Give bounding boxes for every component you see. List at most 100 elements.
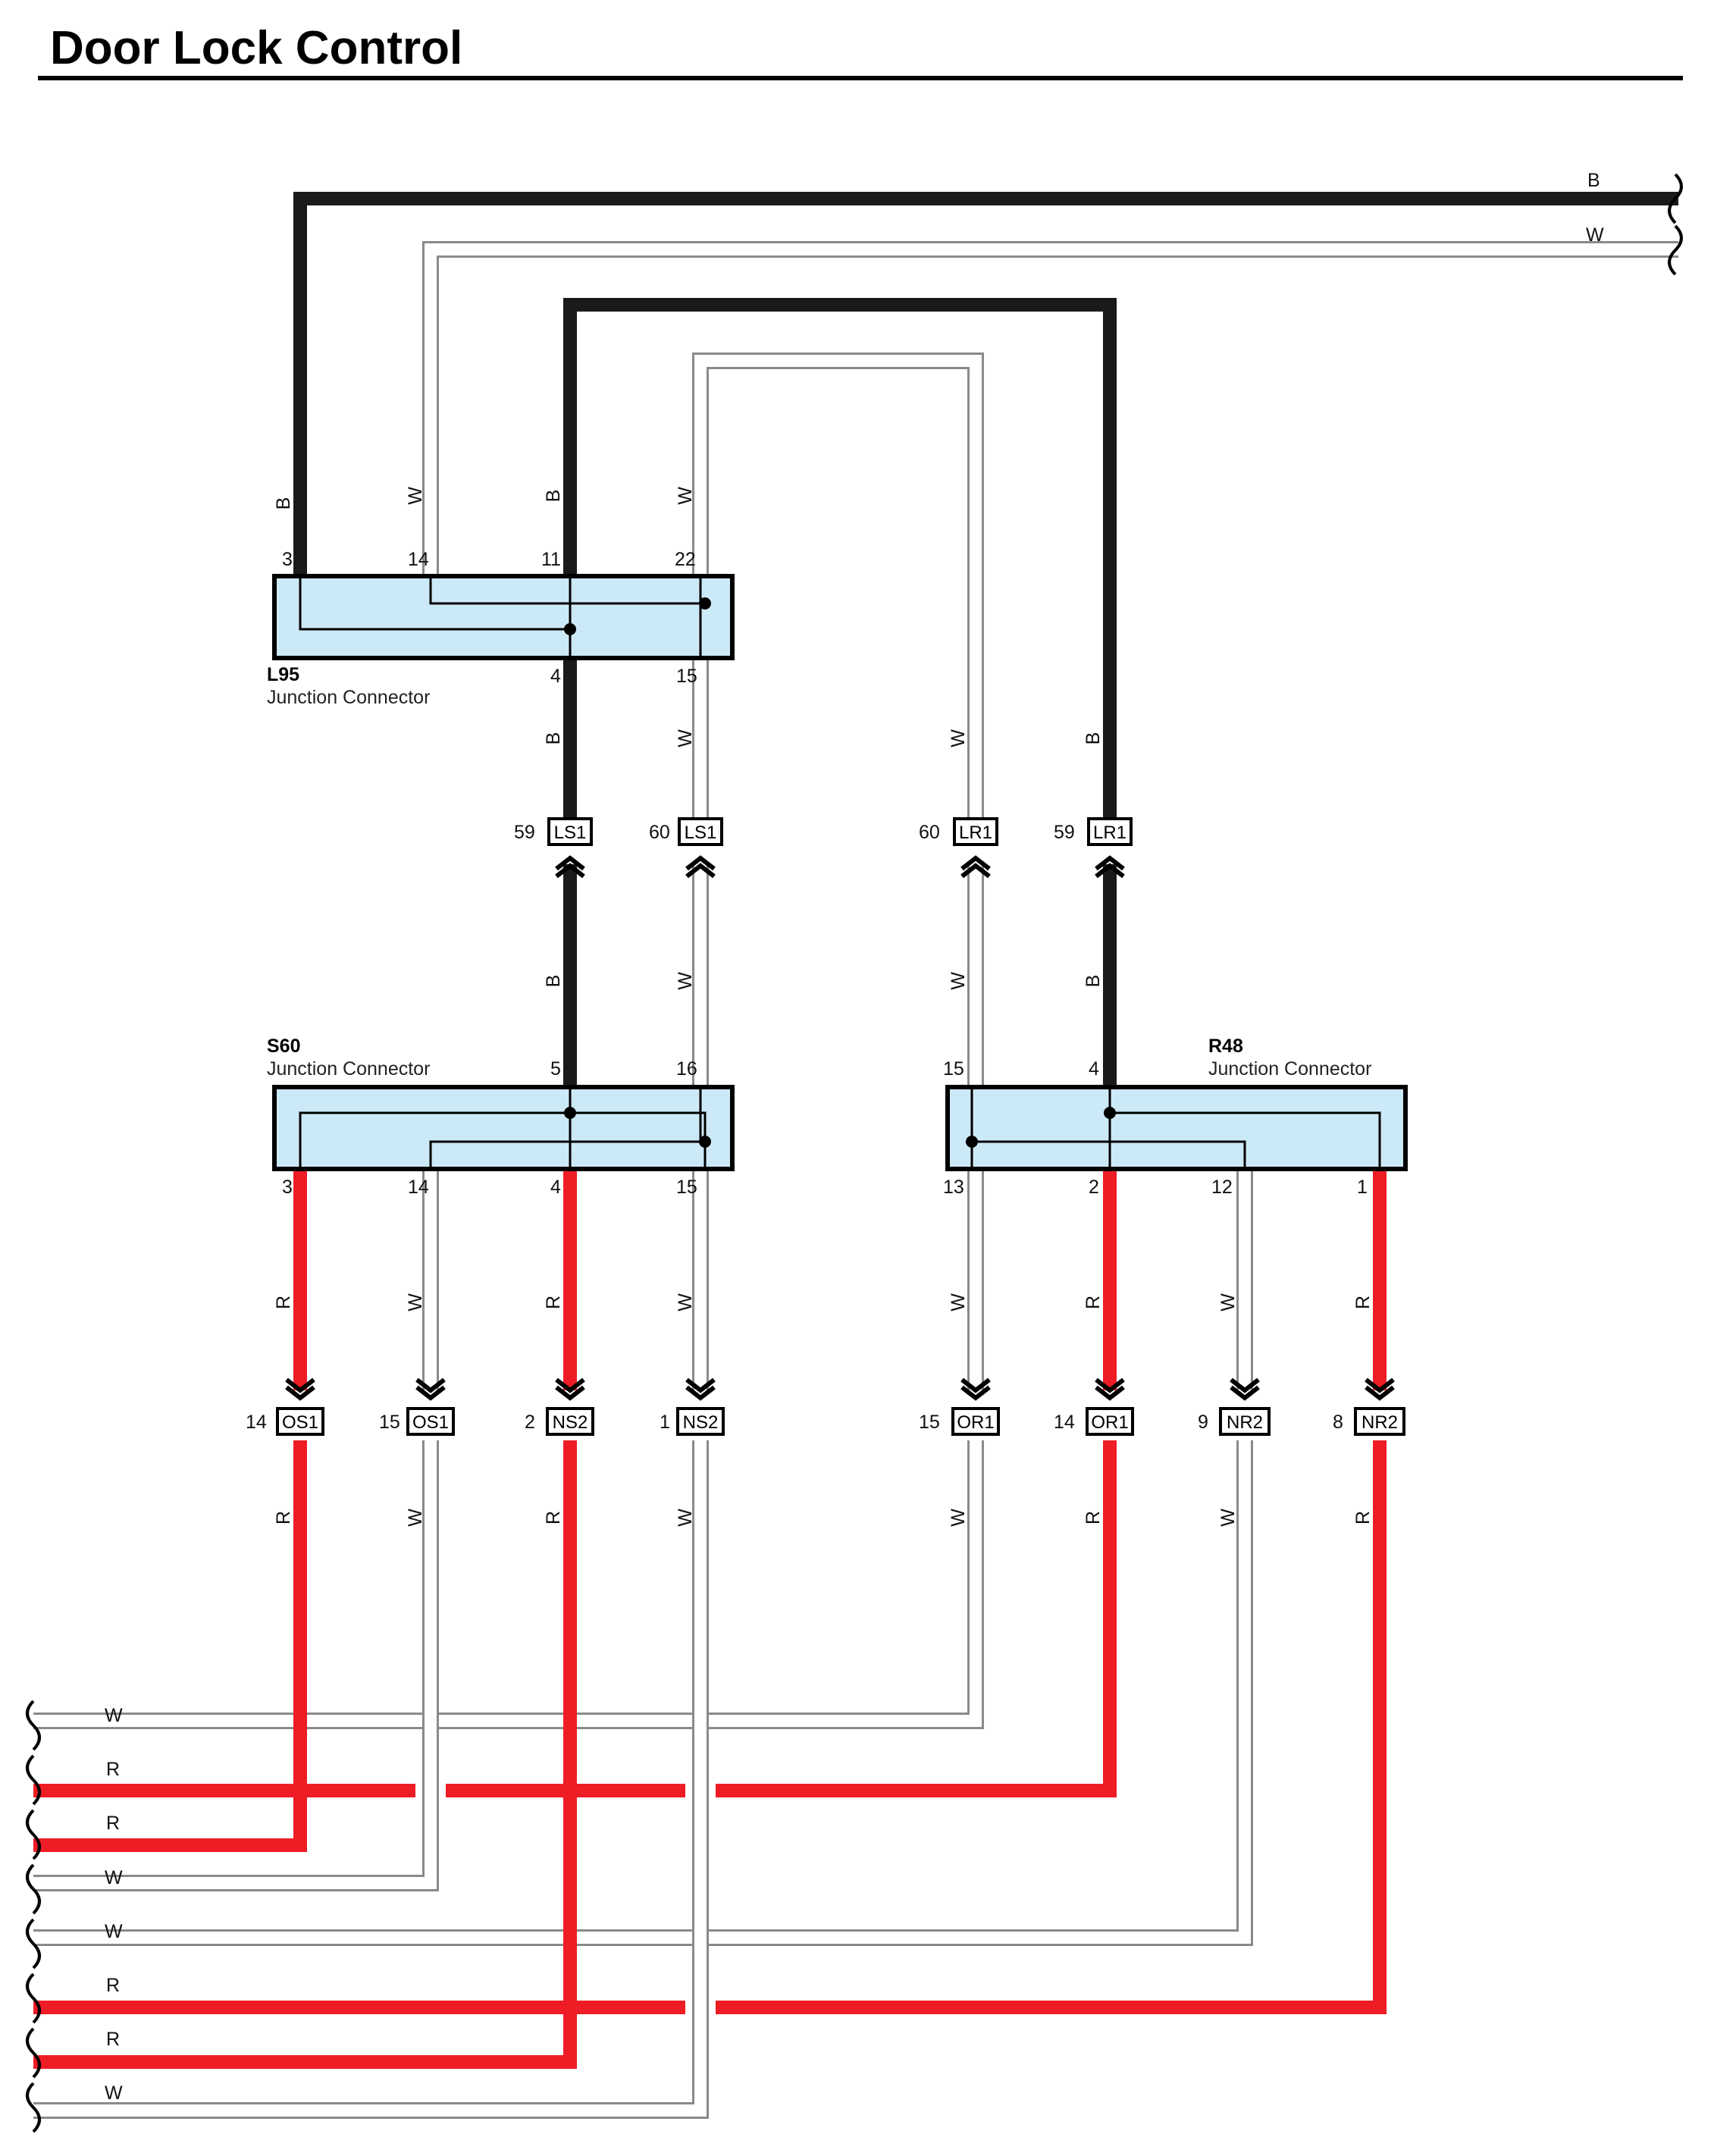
inline-tag-nr2-b: NR2 <box>1361 1412 1398 1433</box>
left-label-4: W <box>105 1867 123 1888</box>
left-label-6: R <box>106 1975 120 1996</box>
inline-connector-or1-15 <box>951 1380 1000 1436</box>
connector-r48-desc: Junction Connector <box>1208 1058 1371 1080</box>
wire-color-label: R <box>273 1511 294 1525</box>
wire-w-os1 <box>33 1169 439 1891</box>
inline-tag-nr2-a: NR2 <box>1227 1412 1263 1433</box>
wire-color-label: R <box>1083 1296 1104 1309</box>
wire-w-or1 <box>33 1169 984 1729</box>
wire-w-loop <box>692 353 984 829</box>
inline-tag-ns2-a: NS2 <box>553 1412 588 1433</box>
pin-s60-3: 3 <box>282 1177 293 1198</box>
connector-l95-desc: Junction Connector <box>267 687 430 708</box>
wire-color-label: W <box>948 1293 969 1311</box>
wire-color-label: W <box>675 1293 696 1311</box>
title-rule <box>38 76 1683 80</box>
pin-r48-15: 15 <box>943 1058 964 1080</box>
inline-pin-os1-15: 15 <box>379 1412 400 1433</box>
page-title: Door Lock Control <box>50 22 462 74</box>
inline-connector-ls1-59 <box>547 817 593 876</box>
left-label-5: W <box>105 1921 123 1942</box>
wire-color-label: B <box>543 490 564 503</box>
break-mark-w <box>1668 224 1683 276</box>
wire-color-label: R <box>1083 1511 1104 1525</box>
inline-pin-or1-15: 15 <box>919 1412 940 1433</box>
wire-w-ns2 <box>33 1169 709 2119</box>
wire-color-label: W <box>405 487 426 505</box>
pin-r48-12: 12 <box>1211 1177 1233 1198</box>
inline-pin-os1-14: 14 <box>246 1412 267 1433</box>
wire-color-label: W <box>675 972 696 990</box>
pin-l95-15: 15 <box>676 666 697 687</box>
wire-label-w-right: W <box>1586 224 1604 246</box>
inline-connector-lr1-59 <box>1087 817 1133 876</box>
pin-s60-14: 14 <box>408 1177 429 1198</box>
wire-w-nr2 <box>33 1169 1253 1946</box>
inline-tag-os1-b: OS1 <box>412 1412 449 1433</box>
inline-tag-os1-a: OS1 <box>282 1412 318 1433</box>
connector-r48-name: R48 <box>1208 1036 1243 1057</box>
connector-s60-desc: Junction Connector <box>267 1058 430 1080</box>
left-label-2: R <box>106 1759 120 1780</box>
inline-pin-or1-14: 14 <box>1054 1412 1075 1433</box>
left-label-7: R <box>106 2029 120 2050</box>
inline-connector-ns2-2 <box>546 1380 594 1436</box>
wire-w-top-outer <box>422 241 1678 576</box>
connector-r48 <box>945 1085 1408 1171</box>
connector-l95-name: L95 <box>267 664 299 685</box>
wire-color-label: W <box>948 1509 969 1527</box>
wire-color-label: B <box>273 497 294 510</box>
pin-r48-1: 1 <box>1357 1177 1368 1198</box>
inline-pin-nr2-8: 8 <box>1333 1412 1343 1433</box>
inline-pin-ls1-60: 60 <box>649 822 670 843</box>
pin-s60-15: 15 <box>676 1177 697 1198</box>
left-break-marks <box>26 1700 41 2133</box>
wire-color-label: W <box>1217 1509 1239 1527</box>
wire-color-label: W <box>405 1293 426 1311</box>
inline-tag-lr1-b: LR1 <box>1093 823 1126 843</box>
wire-color-label: W <box>948 972 969 990</box>
inline-tag-or1-a: OR1 <box>957 1412 994 1433</box>
wire-r-or1 <box>33 1169 1117 1797</box>
inline-pin-ls1-59: 59 <box>514 822 535 843</box>
wire-b-loop <box>563 298 1117 829</box>
inline-connector-os1-14 <box>276 1380 324 1436</box>
inline-tag-or1-b: OR1 <box>1091 1412 1128 1433</box>
inline-connector-os1-15 <box>406 1380 455 1436</box>
wire-r-ns2 <box>33 1169 577 2069</box>
left-label-8: W <box>105 2082 123 2104</box>
inline-tag-ls1-b: LS1 <box>685 823 717 843</box>
pin-r48-13: 13 <box>943 1177 964 1198</box>
inline-connector-nr2-9 <box>1219 1380 1271 1436</box>
wire-color-label: W <box>948 729 969 747</box>
wire-color-label: R <box>543 1511 564 1525</box>
inline-connector-or1-14 <box>1086 1380 1134 1436</box>
break-mark-b <box>1668 173 1683 224</box>
wire-color-label: B <box>543 975 564 988</box>
connector-l95 <box>272 574 735 660</box>
pin-l95-14: 14 <box>408 549 429 570</box>
inline-tag-lr1-a: LR1 <box>959 823 992 843</box>
connector-s60-name: S60 <box>267 1036 300 1057</box>
inline-pin-nr2-9: 9 <box>1198 1412 1208 1433</box>
wire-color-label: W <box>675 729 696 747</box>
pin-l95-4: 4 <box>550 666 561 687</box>
pin-l95-11: 11 <box>541 549 561 570</box>
wire-color-label: R <box>1352 1296 1374 1309</box>
wire-color-label: R <box>273 1296 294 1309</box>
wire-color-label: W <box>675 1509 696 1527</box>
wire-color-label: W <box>675 487 696 505</box>
left-label-3: R <box>106 1813 120 1834</box>
wire-color-label: B <box>1083 732 1104 745</box>
left-label-1: W <box>105 1705 123 1726</box>
wire-color-label: R <box>543 1296 564 1309</box>
wire-r-nr2 <box>33 1169 1387 2014</box>
inline-connector-ns2-1 <box>676 1380 725 1436</box>
pin-s60-5: 5 <box>550 1058 561 1080</box>
wire-color-label: B <box>1083 975 1104 988</box>
inline-connector-nr2-8 <box>1354 1380 1405 1436</box>
inline-pin-ns2-1: 1 <box>660 1412 670 1433</box>
wire-label-b-right: B <box>1587 170 1600 191</box>
pin-r48-4: 4 <box>1089 1058 1099 1080</box>
